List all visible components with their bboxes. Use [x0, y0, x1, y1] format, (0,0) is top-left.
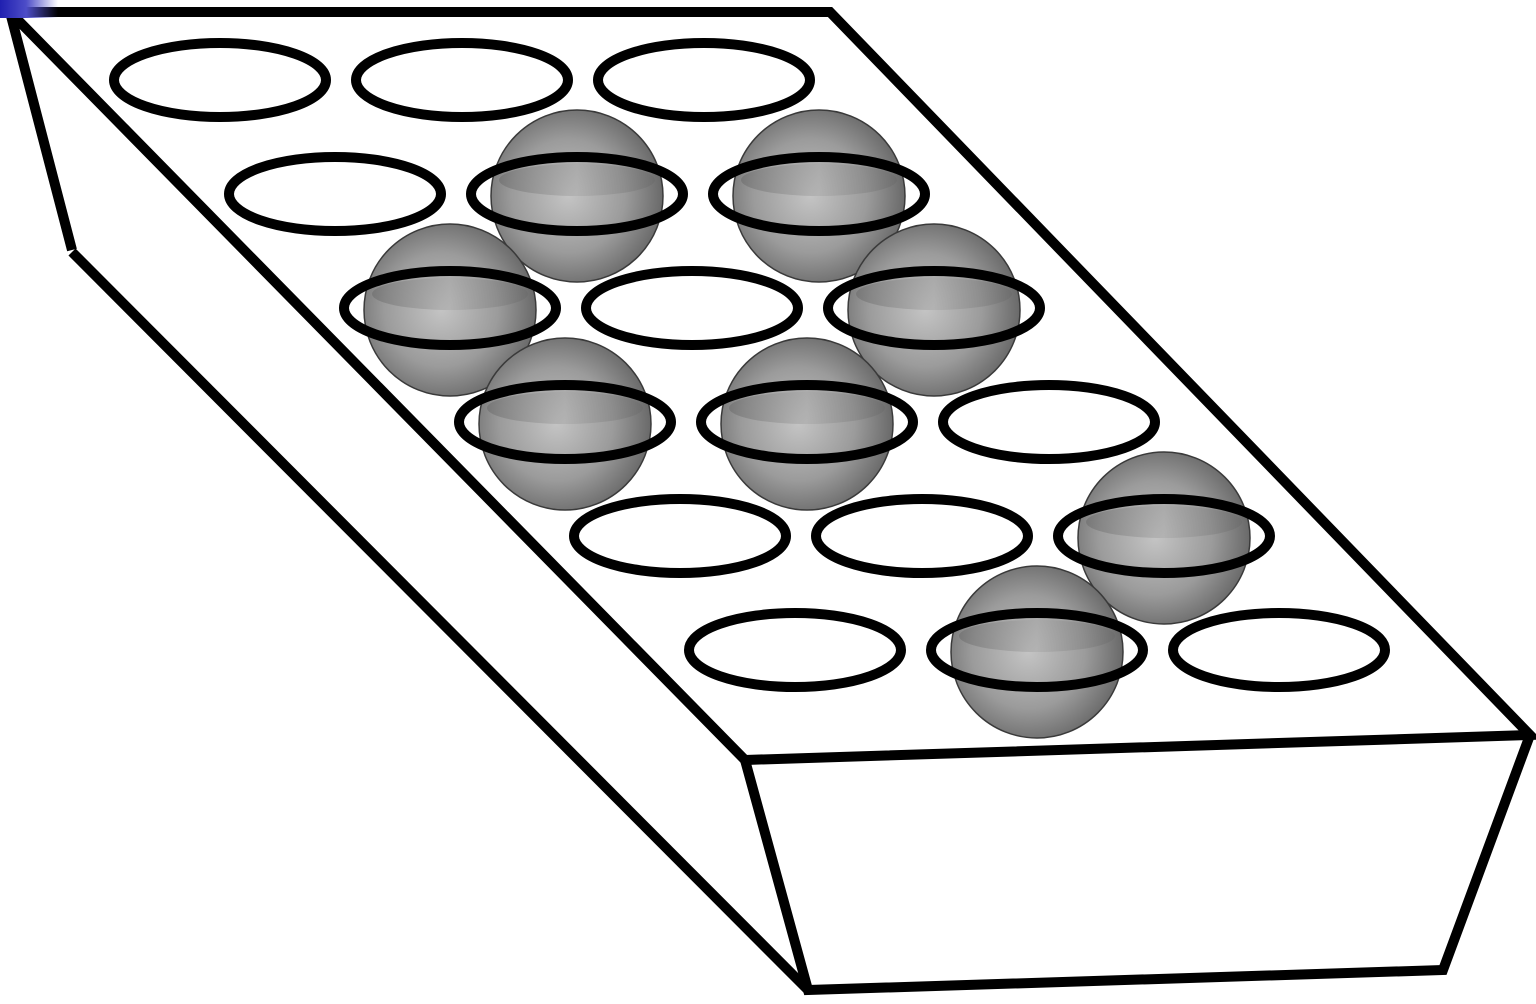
cup-rim	[356, 43, 568, 117]
cup-rim	[816, 499, 1028, 573]
empty-cup	[816, 499, 1028, 573]
cup-rim	[598, 43, 810, 117]
empty-cup	[943, 385, 1155, 459]
empty-cup	[114, 43, 326, 117]
cup-rim	[574, 499, 786, 573]
ball-band	[499, 164, 655, 196]
empty-cup	[689, 613, 901, 687]
ball-band	[729, 392, 885, 424]
empty-cup	[356, 43, 568, 117]
cup-rim	[1173, 613, 1385, 687]
empty-cup	[574, 499, 786, 573]
cup-rim	[943, 385, 1155, 459]
ball-band	[959, 620, 1115, 652]
empty-cup	[586, 271, 798, 345]
ball-band	[741, 164, 897, 196]
cup-rim	[229, 157, 441, 231]
tray-front-face	[745, 735, 1530, 990]
cup-rim	[586, 271, 798, 345]
empty-cup	[1173, 613, 1385, 687]
ball-band	[856, 278, 1012, 310]
empty-cup	[598, 43, 810, 117]
ball-band	[372, 278, 528, 310]
corner-mark	[0, 0, 58, 18]
empty-cup	[229, 157, 441, 231]
cup-rim	[689, 613, 901, 687]
ball-band	[1086, 506, 1242, 538]
ball-band	[487, 392, 643, 424]
cup-rim	[114, 43, 326, 117]
